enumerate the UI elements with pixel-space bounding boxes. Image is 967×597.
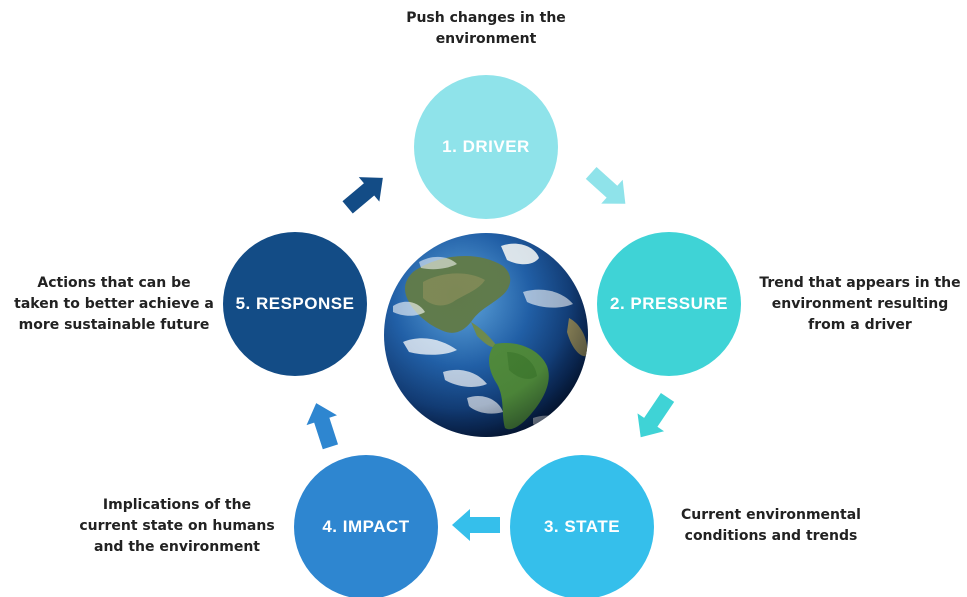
state-node: 3. STATE (510, 455, 654, 597)
state-description: Current environmental conditions and tre… (681, 507, 861, 544)
driver-description: Push changes in the environment (406, 10, 566, 47)
impact-label: 4. IMPACT (322, 517, 410, 536)
driver-node: 1. DRIVER (414, 75, 558, 219)
earth-globe-icon (384, 233, 588, 437)
state-to-impact-arrow (452, 509, 500, 541)
state-label: 3. STATE (543, 517, 621, 536)
impact-to-response-arrow (306, 403, 339, 450)
driver-to-pressure-arrow (585, 166, 626, 204)
response-label: 5. RESPONSE (235, 294, 355, 313)
pressure-description: Trend that appears in the environment re… (759, 275, 961, 333)
pressure-label: 2. PRESSURE (610, 294, 728, 313)
pressure-node: 2. PRESSURE (597, 232, 741, 376)
response-description: Actions that can be taken to better achi… (14, 275, 214, 333)
impact-node: 4. IMPACT (294, 455, 438, 597)
pressure-to-state-arrow (637, 392, 675, 438)
response-to-driver-arrow (342, 177, 383, 214)
response-node: 5. RESPONSE (223, 232, 367, 376)
impact-description: Implications of the current state on hum… (79, 497, 275, 555)
driver-label: 1. DRIVER (442, 137, 530, 156)
